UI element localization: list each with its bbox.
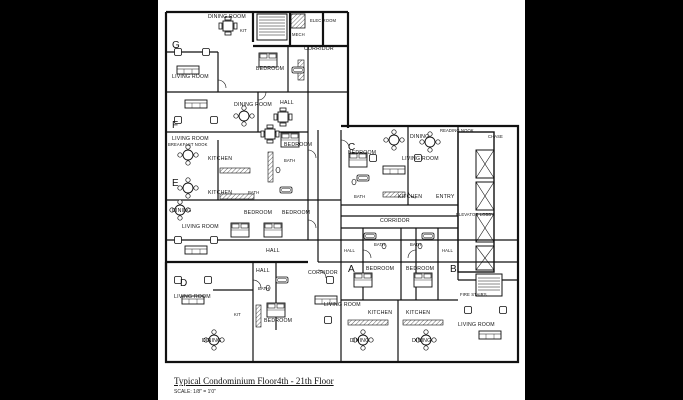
room-label: ENTRY xyxy=(436,194,455,200)
mech-shaft xyxy=(290,13,306,29)
room-label: READING NOOK xyxy=(440,128,474,133)
unit-label-e: E xyxy=(172,178,179,189)
room-label: BEDROOM xyxy=(244,210,272,216)
room-label: BATH xyxy=(374,242,385,247)
floor-plan-sheet: G F E C D A B DINING ROOM LIVING ROOM BE… xyxy=(158,0,525,400)
room-label: KITCHEN xyxy=(406,310,430,316)
room-label: KITCHEN xyxy=(368,310,392,316)
room-label: CHASE xyxy=(488,134,503,139)
room-label: LIVING ROOM xyxy=(402,156,439,162)
room-label: BREAKFAST NOOK xyxy=(168,142,208,147)
room-label: HALL xyxy=(266,248,280,254)
floor-plan-drawing: G F E C D A B DINING ROOM LIVING ROOM BE… xyxy=(164,10,520,364)
room-label: LIVING ROOM xyxy=(324,302,361,308)
room-label: DINING xyxy=(412,338,431,344)
unit-label-f: F xyxy=(172,120,178,131)
room-label: DINING ROOM xyxy=(234,102,272,108)
room-label: BEDROOM xyxy=(406,266,434,272)
room-label: KIT xyxy=(234,312,241,317)
doors xyxy=(217,79,417,289)
unit-label-g: G xyxy=(172,40,180,51)
room-label: BATH xyxy=(248,190,259,195)
room-label: BATH xyxy=(410,242,421,247)
room-label: DINING xyxy=(172,208,191,214)
room-label: BATH xyxy=(284,158,295,163)
room-label: FIRE STAIRS xyxy=(460,292,487,297)
room-label: BEDROOM xyxy=(284,142,312,148)
unit-label-a: A xyxy=(348,264,355,275)
room-label: KITCHEN xyxy=(398,194,422,200)
room-label: BATH xyxy=(354,194,365,199)
room-label: HALL xyxy=(344,248,355,253)
room-label: BEDROOM xyxy=(256,66,284,72)
room-label: MECH xyxy=(292,32,305,37)
room-label: KIT xyxy=(240,28,247,33)
room-label: HALL xyxy=(280,100,294,106)
unit-label-b: B xyxy=(450,264,457,275)
room-label: BATH xyxy=(258,286,269,291)
interior-walls xyxy=(166,46,518,362)
room-label: LIVING ROOM xyxy=(182,224,219,230)
room-label: DINING xyxy=(410,134,429,140)
room-label: HALL xyxy=(442,248,453,253)
room-label: LIVING ROOM xyxy=(172,136,209,142)
room-label: KITCHEN xyxy=(208,156,232,162)
elevator-core xyxy=(457,131,495,273)
room-label: HALL xyxy=(256,268,270,274)
room-label: ELEC ROOM xyxy=(310,18,336,23)
fire-stairs-graphic xyxy=(475,273,503,297)
room-label: LIVING ROOM xyxy=(458,322,495,328)
room-label: DINING xyxy=(202,338,221,344)
fixtures xyxy=(219,59,444,328)
plan-title: Typical Condominium Floor4th - 21th Floo… xyxy=(174,376,334,386)
room-label: CORRIDOR xyxy=(380,218,410,224)
room-label: CORRIDOR xyxy=(304,46,334,52)
room-label: LIVING ROOM xyxy=(172,74,209,80)
room-label: ELEVATOR LOBBY xyxy=(456,212,494,217)
walls xyxy=(164,10,520,364)
room-label: DINING xyxy=(350,338,369,344)
room-label: KITCHEN xyxy=(208,190,232,196)
room-label: CORRIDOR xyxy=(308,270,338,276)
stair-top xyxy=(256,13,288,41)
plan-scale: SCALE: 1/8" = 1'0" xyxy=(174,389,216,395)
room-label: BEDROOM xyxy=(264,318,292,324)
room-label: LIVING ROOM xyxy=(174,294,211,300)
room-label: BEDROOM xyxy=(282,210,310,216)
room-label: BEDROOM xyxy=(348,150,376,156)
unit-label-c: C xyxy=(348,142,355,153)
unit-label-d: D xyxy=(180,278,187,289)
room-label: BEDROOM xyxy=(366,266,394,272)
room-label: DINING ROOM xyxy=(208,14,246,20)
